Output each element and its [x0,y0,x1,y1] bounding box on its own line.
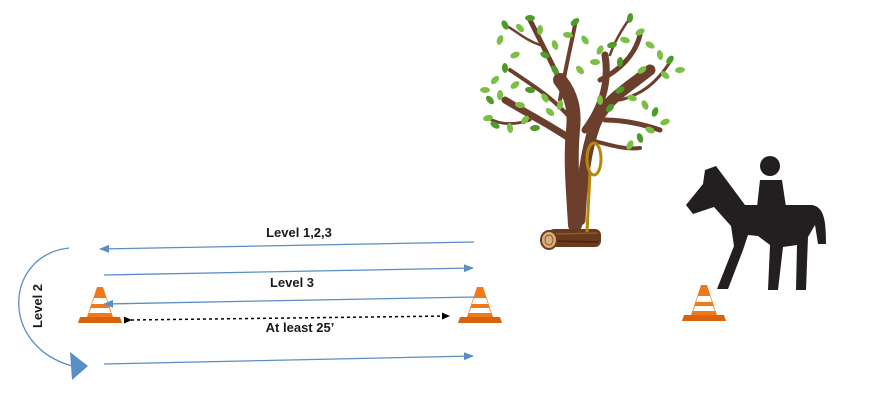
label-level-123: Level 1,2,3 [266,225,332,240]
arrow-level-3-out [103,264,474,276]
leaf [596,95,604,105]
leaf [660,71,670,79]
leaf [501,63,509,73]
leaf [636,133,644,143]
label-distance: At least 25’ [266,320,335,335]
horse-and-rider-icon [686,156,826,290]
leaf [515,101,525,109]
leaf [480,86,490,94]
leaf [485,95,495,105]
leaf [483,114,493,122]
leaf [607,41,617,49]
leaf [675,66,685,74]
leaf [576,65,584,75]
leaf [496,35,504,45]
leaf [605,103,615,113]
leaf [666,55,674,65]
leaf [541,93,549,103]
leaf [620,36,630,44]
leaf [515,23,525,33]
leaf [596,45,604,55]
leaf [645,41,655,49]
leaf [490,75,500,85]
leaf [563,31,573,39]
leaf [490,121,500,129]
leaf [651,107,659,117]
route-arrows [18,241,475,367]
leaf [551,65,559,75]
leaf [641,100,649,110]
leaf [510,81,520,89]
leaf [635,28,645,36]
label-level-3: Level 3 [270,275,314,290]
traffic-cone-icon [682,285,726,321]
leaf [521,115,529,125]
leaf [615,86,625,94]
leaf [645,126,655,134]
log-icon [540,229,601,250]
leaf [590,58,600,66]
leaf [656,50,664,60]
leaf [540,51,550,59]
tree-icon [480,13,685,232]
leaf [570,18,580,26]
leaf [496,90,504,100]
leaf [525,15,535,21]
lasso-icon [585,141,603,233]
leaf [545,108,555,116]
leaf [551,40,559,50]
arrow-level-123-return [99,241,475,253]
leaf [581,35,589,45]
traffic-cone-icon [78,287,122,323]
leaf [506,123,514,133]
traffic-cone-icon [458,287,502,323]
leaf [536,25,544,35]
leaf [637,66,647,74]
arrow-bottom-out [103,352,474,365]
leaf [626,13,634,23]
leaf [530,124,540,132]
leaf [626,140,634,150]
leaf [525,86,535,94]
arrow-level-3-return [103,296,475,308]
label-level-2: Level 2 [30,284,45,328]
leaf [660,118,670,126]
leaf [627,94,637,102]
leaf [616,57,624,67]
leaf [510,51,520,59]
arrow-level-2-turn [18,247,73,367]
leaf [556,100,564,110]
distance-dashed-line [123,312,450,324]
arrowhead-level-2 [70,352,88,380]
leaf [501,20,509,30]
